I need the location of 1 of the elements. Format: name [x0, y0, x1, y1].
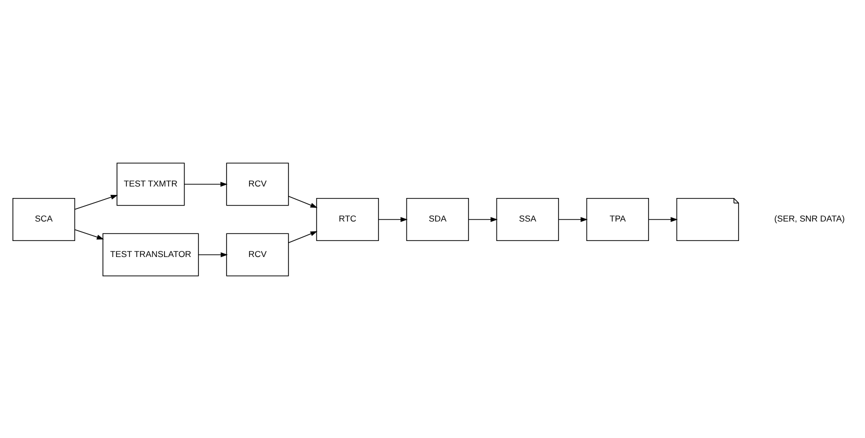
- node-label: (SER, SNR DATA): [774, 213, 845, 224]
